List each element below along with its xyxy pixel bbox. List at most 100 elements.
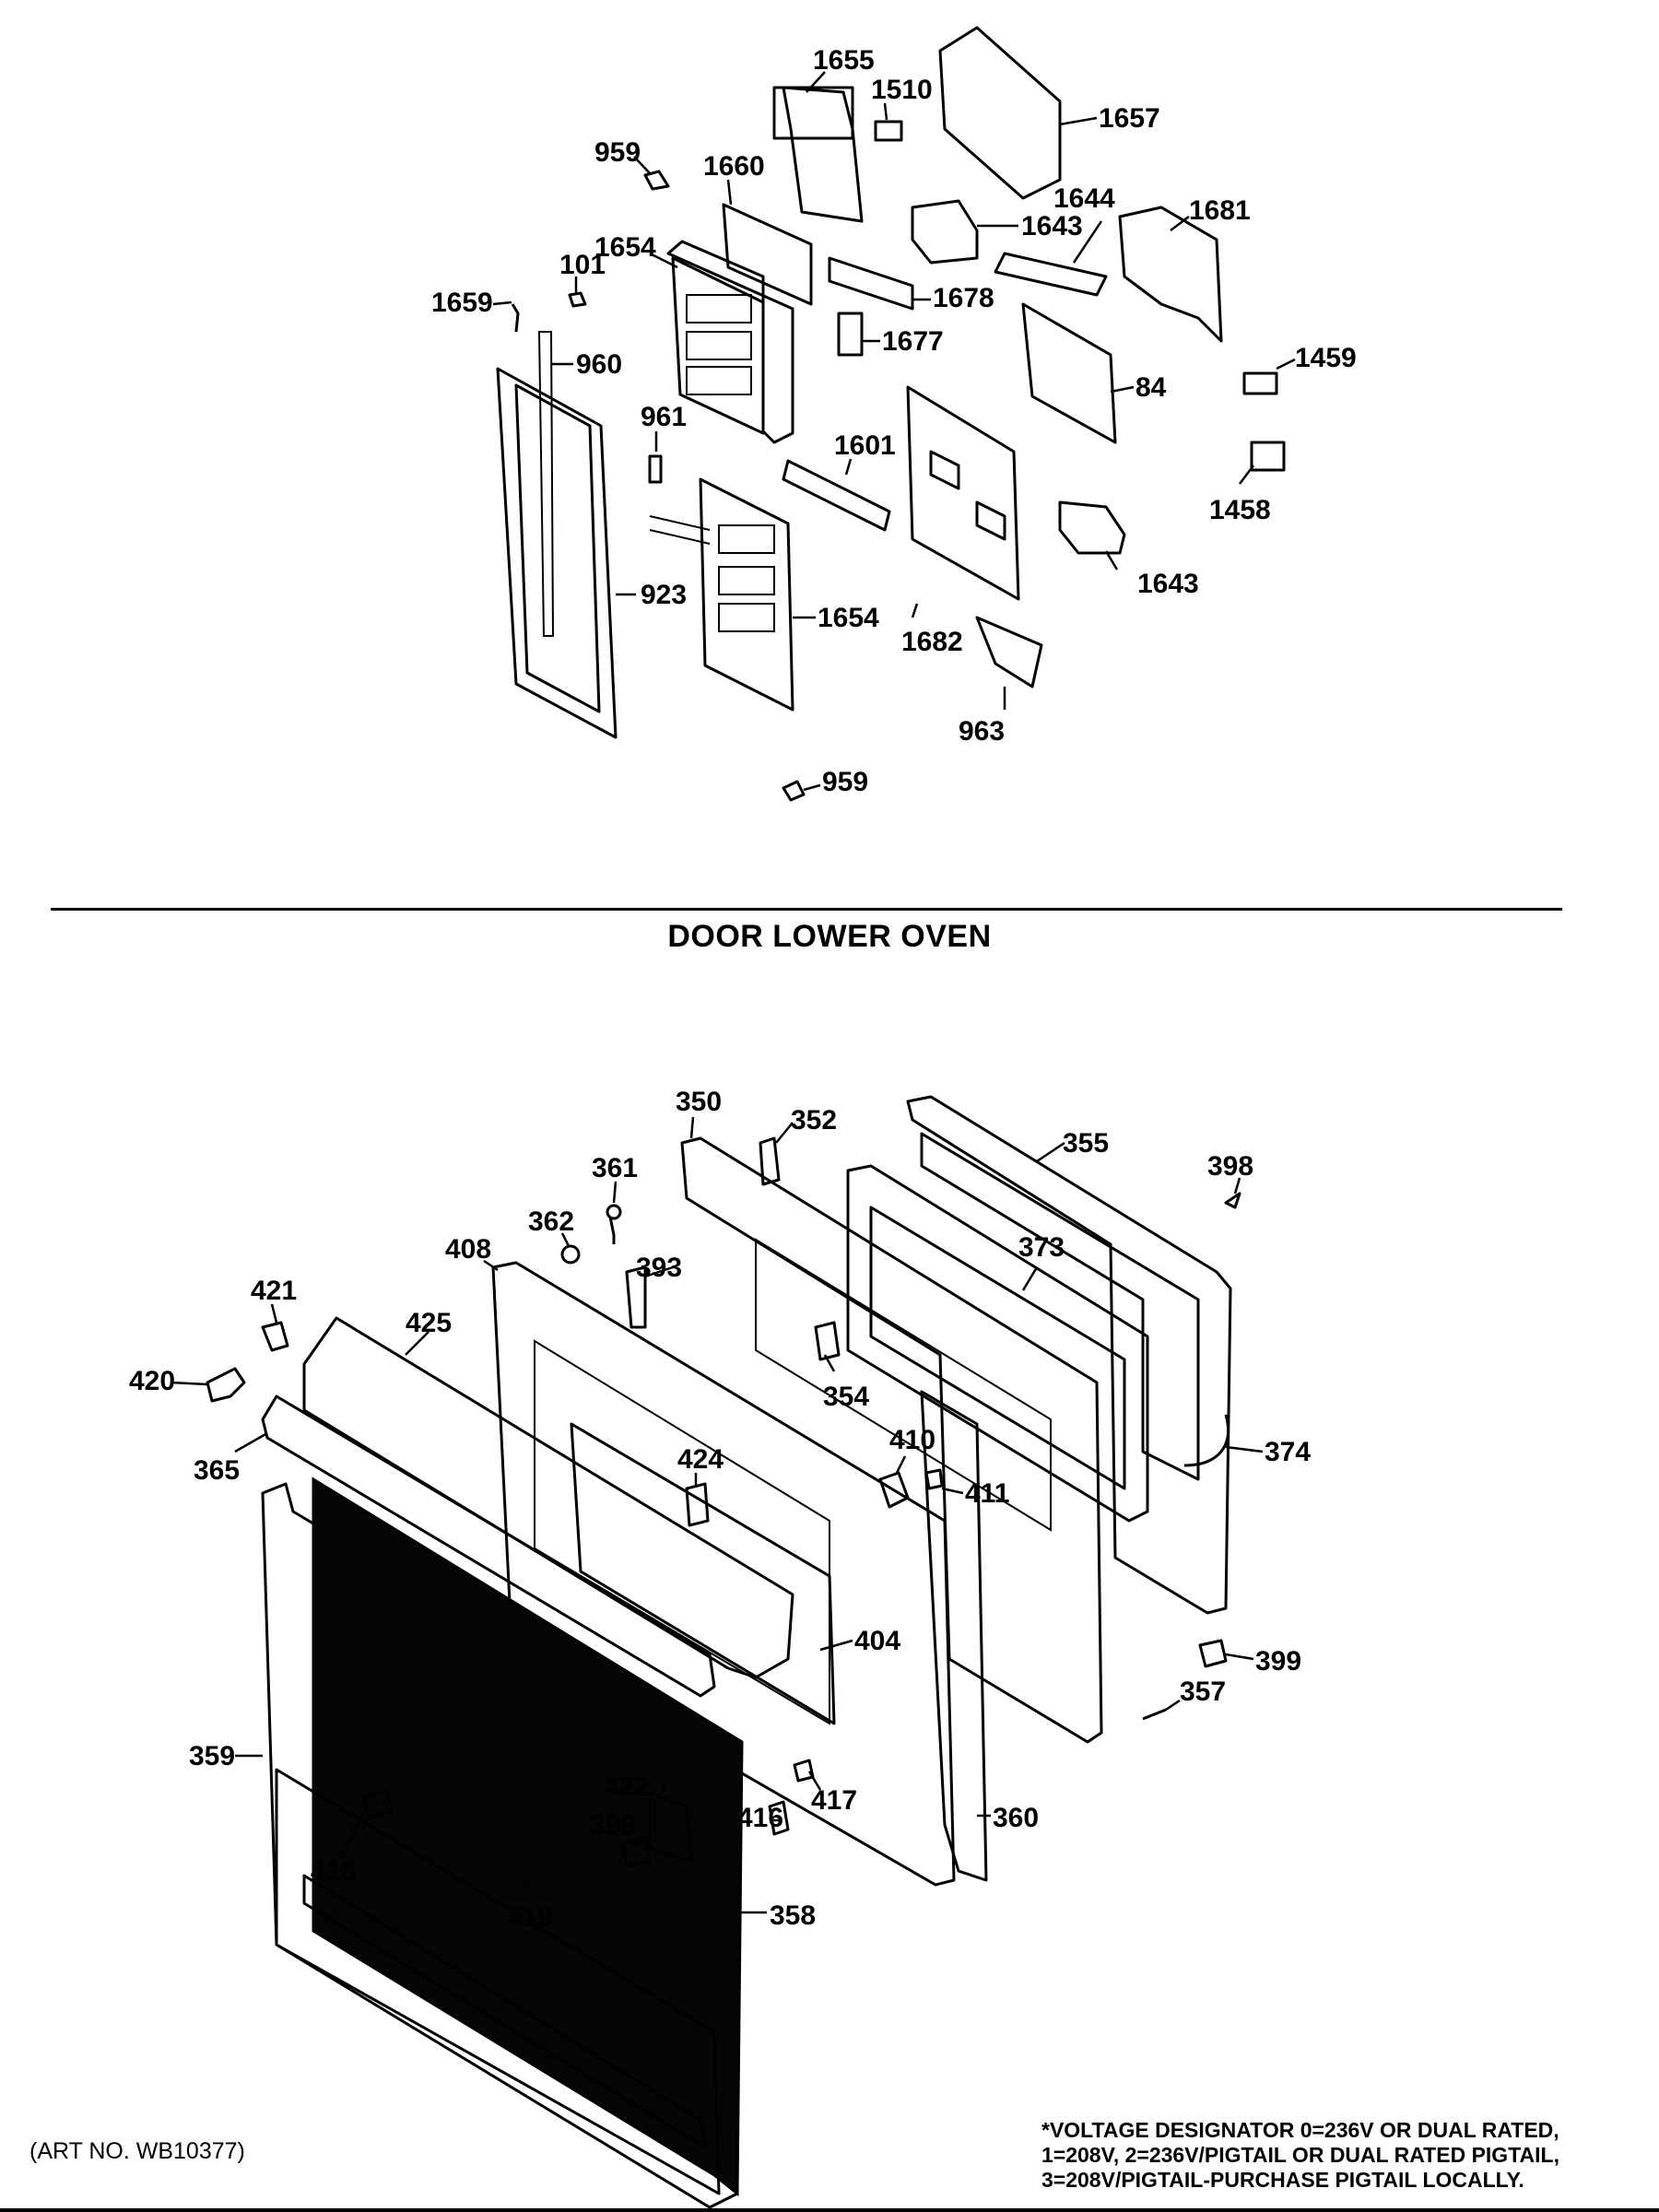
label-360: 360 — [993, 1803, 1039, 1833]
label-1644: 1644 — [1053, 183, 1115, 214]
label-422: 422 — [604, 1771, 650, 1802]
bracket-422 — [648, 1791, 693, 1864]
label-421: 421 — [251, 1276, 297, 1306]
trim-365 — [261, 1394, 716, 1698]
label-357: 357 — [1180, 1677, 1226, 1707]
label-404: 404 — [854, 1626, 900, 1656]
bar-1678 — [828, 256, 914, 311]
handle-425 — [302, 1316, 794, 1679]
clip-959-lower — [782, 780, 806, 802]
label-961: 961 — [641, 402, 687, 432]
part-1459 — [1242, 371, 1278, 395]
label-362: 362 — [528, 1206, 574, 1237]
cover-1657 — [938, 26, 1062, 200]
label-1655: 1655 — [813, 45, 875, 76]
label-350: 350 — [676, 1087, 722, 1117]
keypad-keys-upper — [686, 294, 752, 395]
screw-head-361 — [606, 1204, 622, 1220]
label-365: 365 — [194, 1455, 240, 1486]
display-1655 — [782, 86, 864, 223]
label-1654-lower: 1654 — [818, 603, 879, 633]
label-1458: 1458 — [1209, 495, 1271, 525]
label-358: 358 — [770, 1900, 816, 1931]
keypad-1654-upper — [671, 256, 765, 435]
label-101: 101 — [559, 250, 606, 280]
bracket-963 — [975, 616, 1043, 688]
label-1681: 1681 — [1189, 195, 1251, 226]
gasket-374 — [1183, 1414, 1230, 1467]
voltage-note: *VOLTAGE DESIGNATOR 0=236V OR DUAL RATED… — [1041, 2118, 1650, 2193]
label-416: 416 — [737, 1803, 783, 1833]
wire-harness — [649, 515, 711, 545]
label-1682: 1682 — [901, 627, 963, 657]
label-959-lower: 959 — [822, 767, 868, 797]
screw-361 — [608, 1216, 616, 1244]
voltage-note-line-3: 3=208V/PIGTAIL-PURCHASE PIGTAIL LOCALLY. — [1041, 2168, 1524, 2192]
label-399-lower: 399 — [590, 1810, 636, 1841]
bracket-393 — [625, 1265, 647, 1329]
voltage-note-line-1: *VOLTAGE DESIGNATOR 0=236V OR DUAL RATED… — [1041, 2118, 1559, 2142]
end-frame-923 — [496, 367, 618, 739]
label-424: 424 — [677, 1444, 724, 1475]
bracket-352 — [759, 1136, 781, 1186]
upper-assembly — [496, 26, 1286, 802]
door-inner-350 — [680, 1136, 1103, 1744]
label-408: 408 — [445, 1234, 491, 1265]
label-1660: 1660 — [703, 151, 765, 182]
knob-420 — [206, 1367, 246, 1403]
part-1458 — [1250, 441, 1286, 472]
label-359: 359 — [189, 1741, 235, 1771]
screw-1659 — [511, 303, 520, 333]
bracket-424 — [685, 1482, 710, 1527]
screw-357 — [1142, 1708, 1167, 1721]
transformer-1643-upper — [911, 199, 979, 265]
lower-assembly — [206, 1095, 1241, 2209]
clip-411 — [924, 1468, 944, 1490]
label-399-right: 399 — [1255, 1646, 1301, 1677]
label-417: 417 — [811, 1785, 857, 1816]
label-420: 420 — [129, 1366, 175, 1396]
bar-1601 — [782, 459, 891, 532]
control-panel-1654-upper — [666, 240, 794, 444]
knob-421 — [261, 1321, 289, 1352]
label-361: 361 — [592, 1153, 638, 1183]
clip-410 — [878, 1471, 910, 1509]
washer-362 — [560, 1244, 581, 1265]
label-960: 960 — [576, 349, 622, 380]
window-350 — [755, 1238, 1052, 1532]
display-1655-face — [772, 86, 854, 140]
gasket-355-inner — [920, 1132, 1200, 1481]
frame-359-inner — [275, 1768, 721, 2195]
voltage-note-line-2: 1=208V, 2=236V/PIGTAIL OR DUAL RATED PIG… — [1041, 2143, 1559, 2167]
label-355: 355 — [1063, 1128, 1109, 1159]
glass-358 — [312, 1477, 744, 2197]
panel-360 — [920, 1390, 988, 1882]
section-title: DOOR LOWER OVEN — [667, 919, 992, 954]
board-84 — [1021, 302, 1117, 444]
clip-418 — [362, 1788, 394, 1819]
label-393: 393 — [636, 1253, 682, 1283]
keypad-1654-lower — [699, 477, 794, 712]
label-354: 354 — [823, 1382, 869, 1412]
label-373: 373 — [1018, 1232, 1065, 1263]
label-1643-upper: 1643 — [1021, 211, 1083, 241]
label-84: 84 — [1135, 372, 1167, 403]
label-418: 418 — [311, 1856, 357, 1887]
window-408 — [534, 1339, 830, 1725]
label-1459: 1459 — [1295, 343, 1357, 373]
pin-398 — [1224, 1192, 1241, 1209]
cover-1681 — [1118, 206, 1223, 343]
art-number: (ART NO. WB10377) — [29, 2138, 245, 2164]
label-410: 410 — [889, 1425, 935, 1455]
panel-1682 — [906, 385, 1020, 601]
label-411: 411 — [965, 1478, 1009, 1509]
label-1510: 1510 — [871, 75, 933, 105]
upper-leaders — [492, 71, 1296, 792]
label-425: 425 — [406, 1308, 452, 1338]
transformer-1643-lower — [1058, 500, 1126, 555]
part-1510 — [874, 120, 903, 142]
bracket-960 — [537, 331, 555, 637]
label-1678: 1678 — [933, 283, 994, 313]
label-923: 923 — [641, 580, 687, 610]
section-divider — [51, 908, 1562, 911]
